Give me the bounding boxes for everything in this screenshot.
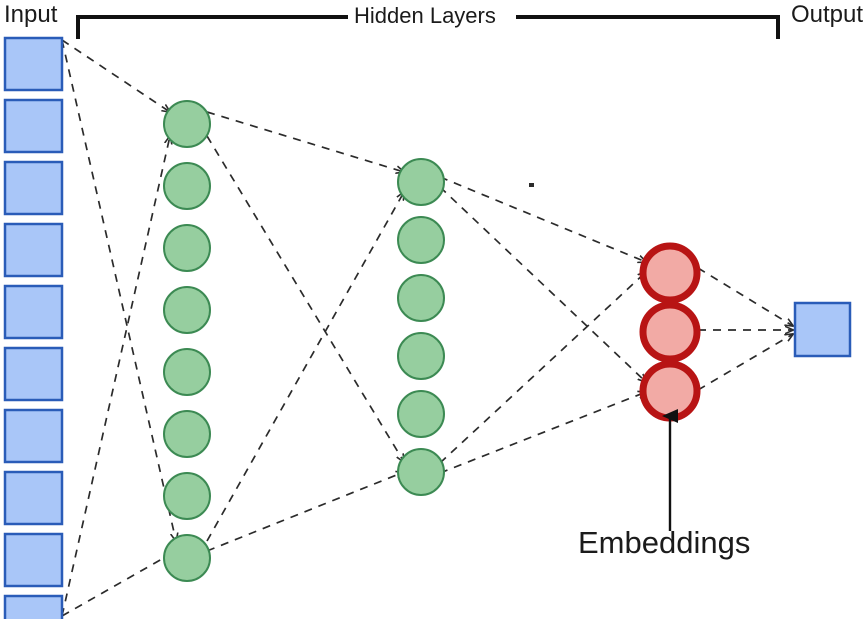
node-input [3, 98, 64, 154]
node-input [3, 346, 64, 402]
input-layer-label: Input [4, 1, 58, 28]
node-hidden-2 [397, 274, 445, 322]
node-output [793, 301, 852, 358]
node-hidden-1 [163, 348, 211, 396]
stray-dash-fragment [529, 183, 534, 187]
node-input [3, 284, 64, 340]
node-hidden-2 [397, 332, 445, 380]
output-layer-label: Output [791, 1, 864, 28]
hidden-layers-bracket [76, 15, 780, 39]
connector-line [439, 272, 646, 464]
bracket-left-arm [76, 15, 348, 39]
connector-line [61, 136, 170, 617]
node-input [3, 36, 64, 92]
node-input [3, 222, 64, 278]
connector-line [439, 186, 646, 382]
stray-dash-mark [529, 183, 534, 187]
node-hidden-1 [163, 410, 211, 458]
node-hidden-2 [397, 390, 445, 438]
connector-line [61, 551, 176, 617]
connector-line [206, 111, 404, 172]
node-input [3, 470, 64, 526]
node-hidden-1 [163, 472, 211, 520]
node-hidden-1 [163, 224, 211, 272]
connector-line [439, 176, 646, 262]
node-hidden-1 [163, 100, 211, 148]
bracket-right-arm [516, 15, 780, 39]
connector-line [697, 267, 793, 326]
node-hidden-2 [397, 448, 445, 496]
node-hidden-2 [397, 216, 445, 264]
node-input [3, 594, 64, 619]
connector-line [61, 39, 176, 541]
connector-lines [61, 39, 793, 617]
connector-line [206, 472, 404, 552]
node-input [3, 160, 64, 216]
connector-line [206, 135, 404, 462]
node-hidden-1 [163, 534, 211, 582]
node-embeddings [639, 360, 701, 422]
connector-line [697, 334, 793, 391]
connector-line [206, 192, 404, 542]
connector-line [61, 39, 170, 112]
node-embeddings [639, 301, 701, 363]
embeddings-label: Embeddings [578, 525, 751, 560]
connector-line [439, 392, 646, 474]
node-input [3, 532, 64, 588]
network-nodes [3, 36, 852, 619]
node-hidden-1 [163, 162, 211, 210]
node-embeddings [639, 242, 701, 304]
node-hidden-1 [163, 286, 211, 334]
hidden-layers-label: Hidden Layers [351, 5, 499, 27]
node-hidden-2 [397, 158, 445, 206]
node-input [3, 408, 64, 464]
